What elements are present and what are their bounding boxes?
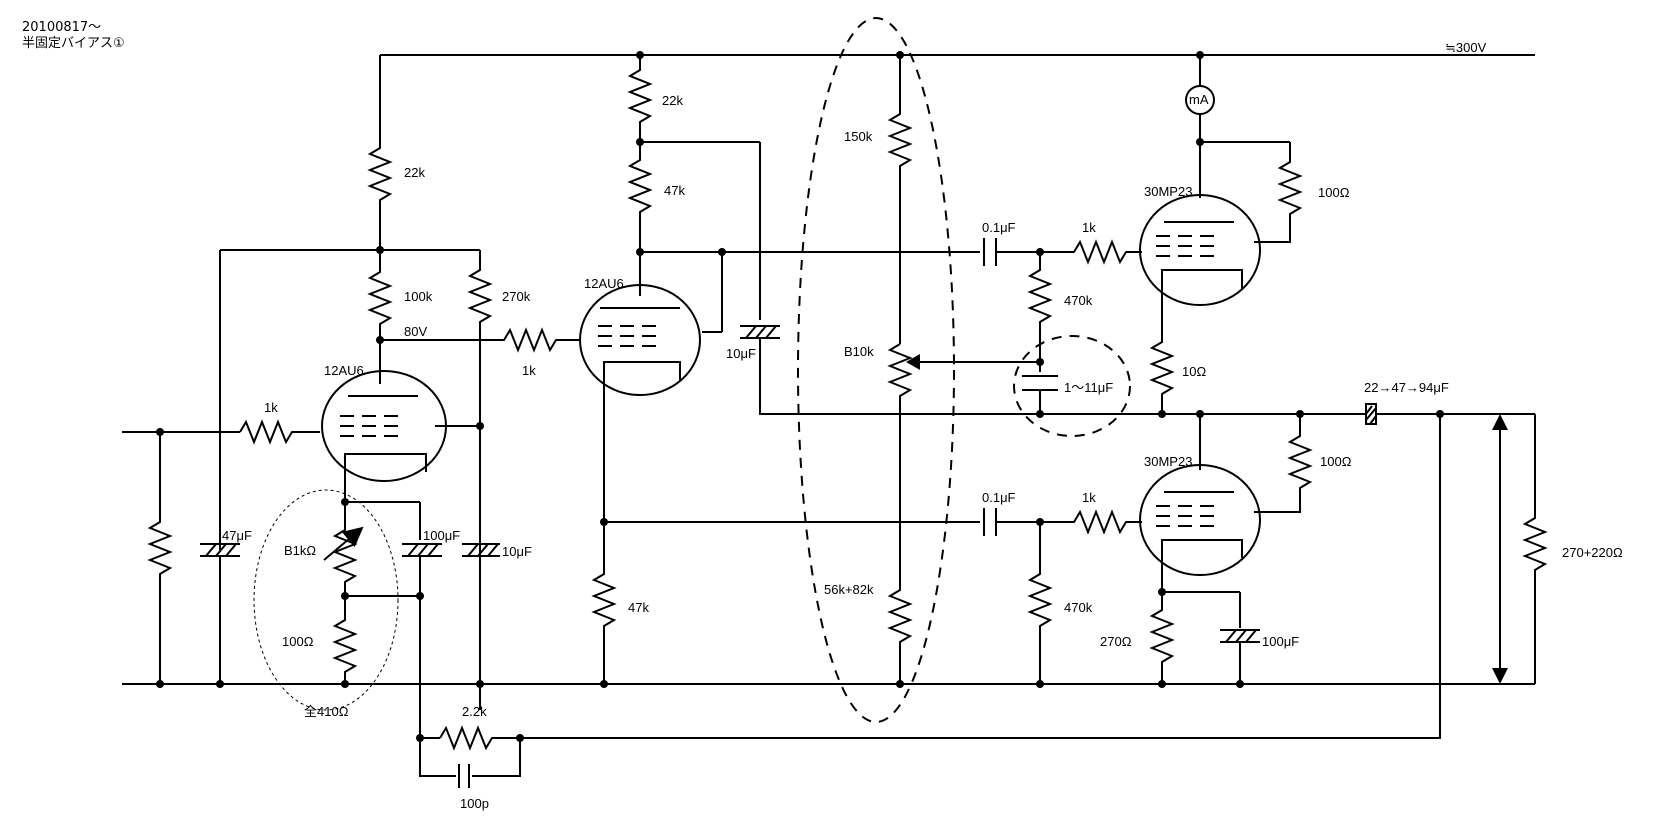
resistor-2k2-feedback-label: 2.2k bbox=[462, 704, 487, 719]
resistor-270k bbox=[467, 250, 493, 710]
resistor-470k-top bbox=[1027, 252, 1053, 372]
resistor-47k-cathode bbox=[591, 522, 617, 684]
capacitor-10uf-decoupling-label: 10μF bbox=[726, 346, 756, 361]
resistor-100-ohm-screen-bottom-label: 100Ω bbox=[1320, 454, 1352, 469]
b-plus-rail bbox=[379, 54, 1535, 140]
diagram-date: 20100817〜 bbox=[22, 20, 102, 35]
resistor-1k-interstage-label: 1k bbox=[522, 363, 536, 378]
potentiometer-wiper-arrow bbox=[906, 354, 1040, 370]
voltage-80v-label: 80V bbox=[404, 324, 427, 339]
capacitor-1-11uf bbox=[1022, 375, 1058, 414]
milliammeter-label: mA bbox=[1189, 92, 1209, 107]
vacuum-tube-12au6-stage1 bbox=[321, 370, 447, 486]
resistor-1k-grid-bottom-label: 1k bbox=[1082, 490, 1096, 505]
tube-30mp23-bottom-label: 30MP23 bbox=[1144, 454, 1192, 469]
resistor-270-ohm bbox=[1149, 592, 1175, 684]
load-resistor bbox=[1522, 414, 1548, 684]
variable-resistor-b1k bbox=[323, 502, 364, 596]
junction-dots bbox=[156, 51, 1444, 742]
resistor-22k-stage1-label: 22k bbox=[404, 165, 425, 180]
resistor-470k-bottom-label: 470k bbox=[1064, 600, 1093, 615]
capacitor-10uf-decoupling bbox=[740, 325, 1535, 415]
bias-divider-group-outline bbox=[797, 17, 955, 723]
supply-voltage-label: ≒300V bbox=[1445, 40, 1487, 55]
capacitor-0-1uf-bottom-label: 0.1μF bbox=[982, 490, 1016, 505]
capacitor-100uf-cathode-output bbox=[1220, 592, 1260, 684]
capacitor-10uf-screen-label: 10μF bbox=[502, 544, 532, 559]
resistor-10-ohm-label: 10Ω bbox=[1182, 364, 1206, 379]
capacitor-0-1uf-top-label: 0.1μF bbox=[982, 220, 1016, 235]
cathode-bias-group-outline bbox=[253, 489, 399, 711]
tube-12au6-stage1-label: 12AU6 bbox=[324, 363, 364, 378]
capacitor-10uf-screen bbox=[462, 543, 500, 557]
resistor-1k-grid-top bbox=[1070, 239, 1142, 265]
variable-resistor-b1k-label: B1kΩ bbox=[284, 543, 316, 558]
resistor-470k-top-label: 470k bbox=[1064, 293, 1093, 308]
capacitor-100uf-cathode-label: 100μF bbox=[423, 528, 460, 543]
resistor-270k-label: 270k bbox=[502, 289, 531, 304]
resistor-1k-grid-top-label: 1k bbox=[1082, 220, 1096, 235]
resistor-1k-input-label: 1k bbox=[264, 400, 278, 415]
capacitor-100p-feedback-label: 100p bbox=[460, 796, 489, 811]
tube-30mp23-top-label: 30MP23 bbox=[1144, 184, 1192, 199]
tube-12au6-stage2-label: 12AU6 bbox=[584, 276, 624, 291]
resistor-47k-cathode-label: 47k bbox=[628, 600, 649, 615]
capacitor-0-1uf-top bbox=[983, 238, 1070, 266]
capacitor-100uf-cathode-output-label: 100μF bbox=[1262, 634, 1299, 649]
vacuum-tube-30mp23-top bbox=[1139, 194, 1261, 306]
resistor-22k-stage2-label: 22k bbox=[662, 93, 683, 108]
capacitor-47uf-label: 47μF bbox=[222, 528, 252, 543]
capacitor-output-coupling bbox=[1365, 403, 1377, 425]
resistor-100-ohm-screen-top-label: 100Ω bbox=[1318, 185, 1350, 200]
resistor-1k-interstage bbox=[500, 327, 580, 353]
resistor-56k-82k-label: 56k+82k bbox=[824, 582, 874, 597]
load-resistor-label: 270+220Ω bbox=[1562, 545, 1623, 560]
resistor-150k-label: 150k bbox=[844, 129, 873, 144]
capacitor-100p-feedback bbox=[419, 738, 521, 788]
resistor-100-ohm-cathode bbox=[332, 596, 358, 684]
resistor-100-ohm-screen-bottom bbox=[1254, 430, 1313, 513]
vacuum-tube-12au6-stage2 bbox=[579, 284, 701, 396]
capacitor-0-1uf-bottom bbox=[983, 508, 1070, 536]
resistor-270-ohm-label: 270Ω bbox=[1100, 634, 1132, 649]
resistor-10-ohm bbox=[1149, 302, 1175, 414]
diagram-title: 半固定バイアス① bbox=[22, 36, 125, 51]
output-voltage-arrow bbox=[1492, 414, 1508, 684]
resistor-1k-grid-bottom bbox=[1070, 509, 1142, 535]
resistor-100k-label: 100k bbox=[404, 289, 433, 304]
resistor-100-ohm-cathode-label: 100Ω bbox=[282, 634, 314, 649]
resistor-1k-input bbox=[239, 419, 320, 445]
capacitor-1-11uf-label: 1〜11μF bbox=[1064, 380, 1113, 395]
resistor-100k bbox=[367, 250, 393, 340]
resistor-22k-stage2 bbox=[627, 64, 653, 142]
resistor-47k-plate bbox=[627, 142, 653, 252]
potentiometer-b10k bbox=[887, 343, 913, 584]
resistor-470k-bottom bbox=[1027, 522, 1053, 684]
resistor-22k-stage1 bbox=[367, 140, 393, 250]
capacitor-100uf-cathode bbox=[402, 543, 442, 738]
resistor-2k2-feedback bbox=[439, 414, 1441, 751]
potentiometer-b10k-label: B10k bbox=[844, 344, 874, 359]
resistor-input-ground bbox=[147, 432, 173, 684]
vacuum-tube-30mp23-bottom bbox=[1139, 464, 1261, 592]
capacitor-1-11uf-group-outline bbox=[1013, 335, 1131, 437]
resistor-100-ohm-screen-top bbox=[1254, 142, 1303, 243]
capacitor-47uf bbox=[200, 540, 240, 684]
capacitor-output-coupling-label: 22→47→94μF bbox=[1364, 380, 1449, 395]
total-cathode-resistance-label: 全410Ω bbox=[304, 704, 349, 719]
resistor-150k bbox=[887, 108, 913, 344]
resistor-56k-82k bbox=[887, 584, 913, 684]
resistor-47k-plate-label: 47k bbox=[664, 183, 685, 198]
